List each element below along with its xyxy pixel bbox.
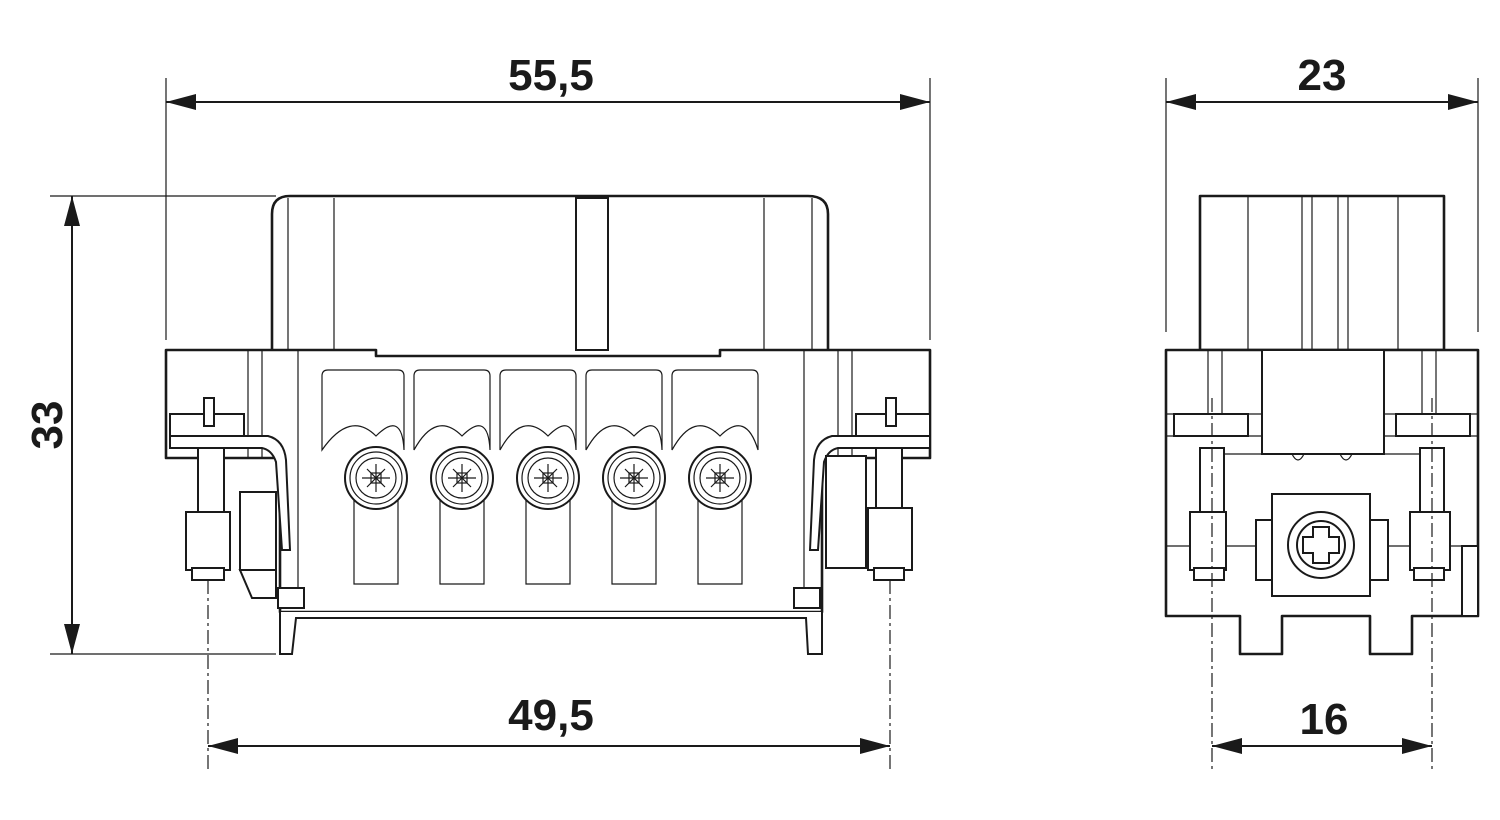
terminal-slot [697, 500, 743, 585]
dimension-label-depth: 23 [1298, 51, 1347, 100]
terminal-screw-icon [349, 451, 403, 505]
dimension-label-width: 55,5 [508, 51, 594, 100]
terminal-slot [611, 500, 657, 585]
screw-cross-icon [534, 464, 562, 492]
terminal-slot [525, 500, 571, 585]
terminal-screw-icon [441, 457, 483, 499]
terminal-5 [671, 369, 759, 585]
terminal-4 [585, 369, 666, 585]
screw-cross-icon [448, 464, 476, 492]
screw-cross-icon [620, 464, 648, 492]
dimension-label-height: 33 [23, 401, 72, 450]
terminal-chamber [413, 369, 491, 451]
center-rib [575, 197, 609, 351]
terminal-screw-icon [435, 451, 489, 505]
terminal-screw-icon [355, 457, 397, 499]
terminal-screw-icon [527, 457, 569, 499]
terminal-chamber [671, 369, 759, 451]
terminal-screw-icon [521, 451, 575, 505]
housing-bottom-edge [279, 612, 823, 655]
side-top-cover [1198, 194, 1446, 352]
latch-right [793, 587, 821, 609]
terminal-slot [439, 500, 485, 585]
terminal-chamber [321, 369, 405, 452]
terminal-slot [353, 500, 399, 585]
dimension-label-side-mounting: 16 [1300, 695, 1349, 744]
side-screw-cross-icon [1302, 526, 1340, 564]
terminal-chamber [499, 369, 577, 451]
screw-cross-icon [362, 464, 390, 492]
terminal-screw-icon [613, 457, 655, 499]
terminal-chamber [585, 369, 663, 451]
screw-cross-icon [706, 464, 734, 492]
terminal-3 [499, 369, 580, 585]
terminal-screw-icon [607, 451, 661, 505]
terminal-screw-icon [693, 451, 747, 505]
front-view: 55,5 33 [23, 51, 932, 772]
terminal-1 [321, 369, 408, 585]
terminal-2 [413, 369, 494, 585]
terminal-screw-icon [699, 457, 741, 499]
latch-left [277, 587, 305, 609]
terminal-chambers [321, 369, 759, 585]
dimension-label-mounting: 49,5 [508, 691, 594, 740]
mounting-bracket-left [169, 397, 292, 599]
side-view: 23 [1164, 51, 1480, 772]
housing-top-cover [270, 194, 830, 350]
mounting-bracket-right [808, 397, 931, 581]
